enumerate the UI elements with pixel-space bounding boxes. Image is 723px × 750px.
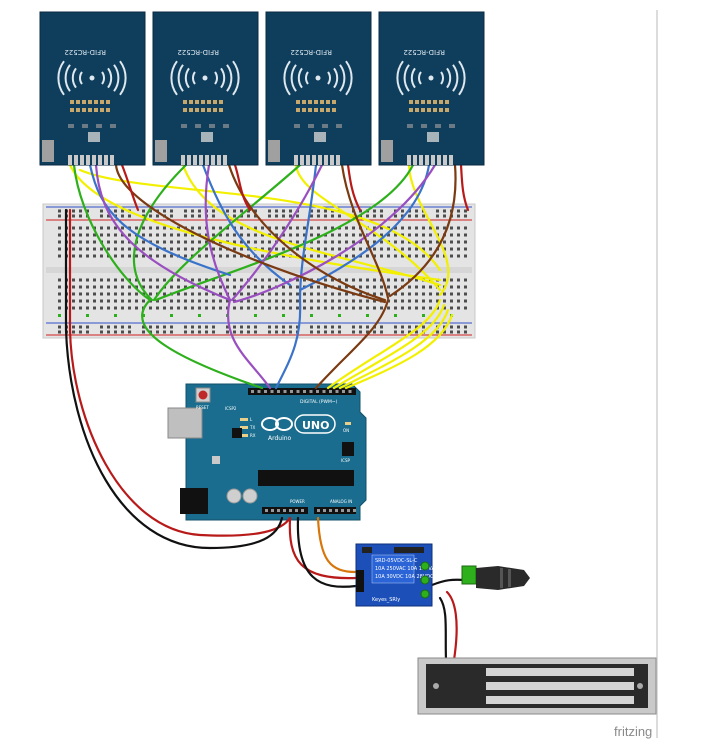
black-wires bbox=[64, 208, 470, 662]
atmega-chip bbox=[258, 470, 354, 486]
arduino-infinity-logo-icon bbox=[261, 417, 293, 431]
purple-wires bbox=[94, 163, 437, 390]
rfid-antenna-icon bbox=[396, 60, 466, 96]
rfid-modules: RFID-RC522 RFID-RC522 RFID-RC522 RFID-RC522 bbox=[39, 11, 485, 166]
relay-rating-line2: 10A 30VDC 10A 28VDC bbox=[375, 574, 434, 580]
reset-label: RESET bbox=[196, 405, 209, 410]
dc-power-jack bbox=[180, 488, 208, 514]
icsp2-label: ICSP2 bbox=[225, 406, 237, 411]
green-wires bbox=[72, 163, 415, 390]
on-led-label: ON bbox=[343, 428, 349, 433]
arduino-brand: Arduino bbox=[268, 435, 292, 442]
icsp-label: ICSP bbox=[341, 458, 351, 463]
rfid-label: RFID-RC522 bbox=[290, 48, 332, 56]
rfid-antenna-icon bbox=[283, 60, 353, 96]
rfid-module-2: RFID-RC522 bbox=[152, 11, 259, 166]
relay-rating-line1: 10A 250VAC 10A 125VAC bbox=[375, 566, 439, 572]
arduino-uno-board: RESET ICSP2 DIGITAL (PWM~) UNO Arduino L… bbox=[167, 383, 367, 521]
relay-module: SRD-05VDC-SL-C 10A 250VAC 10A 125VAC 10A… bbox=[355, 543, 439, 607]
bottom-header-pins bbox=[265, 509, 356, 512]
uno-logo: UNO bbox=[302, 419, 330, 432]
red-wires bbox=[68, 163, 470, 662]
rfid-module-3: RFID-RC522 bbox=[265, 11, 372, 166]
reset-button-icon bbox=[198, 390, 208, 400]
wires bbox=[64, 163, 478, 662]
power-label: POWER bbox=[290, 499, 305, 504]
digital-label: DIGITAL (PWM~) bbox=[300, 399, 338, 405]
rfid-label: RFID-RC522 bbox=[177, 48, 219, 56]
dc-barrel-jack-icon bbox=[461, 565, 530, 590]
rfid-label: RFID-RC522 bbox=[403, 48, 445, 56]
digital-header-pins bbox=[251, 390, 352, 393]
rfid-antenna-icon bbox=[57, 60, 127, 96]
digital-header bbox=[248, 388, 356, 395]
breadboard bbox=[42, 203, 476, 339]
brown-wires bbox=[114, 163, 457, 390]
relay-brand: Keyes_SRly bbox=[372, 597, 400, 603]
rx-led-label: RX bbox=[250, 433, 256, 438]
fritzing-watermark: fritzing bbox=[614, 724, 652, 739]
rfid-module-4: RFID-RC522 bbox=[378, 11, 485, 166]
tx-led-label: TX bbox=[249, 425, 255, 430]
analog-label: ANALOG IN bbox=[330, 499, 352, 504]
rfid-antenna-icon bbox=[170, 60, 240, 96]
orange-wire bbox=[316, 516, 358, 574]
relay-model: SRD-05VDC-SL-C bbox=[375, 558, 418, 564]
rfid-module-1: RFID-RC522 bbox=[39, 11, 146, 166]
electromagnetic-lock bbox=[417, 657, 657, 715]
usb-port bbox=[167, 407, 203, 439]
l-led-label: L bbox=[250, 417, 253, 422]
rfid-label: RFID-RC522 bbox=[64, 48, 106, 56]
